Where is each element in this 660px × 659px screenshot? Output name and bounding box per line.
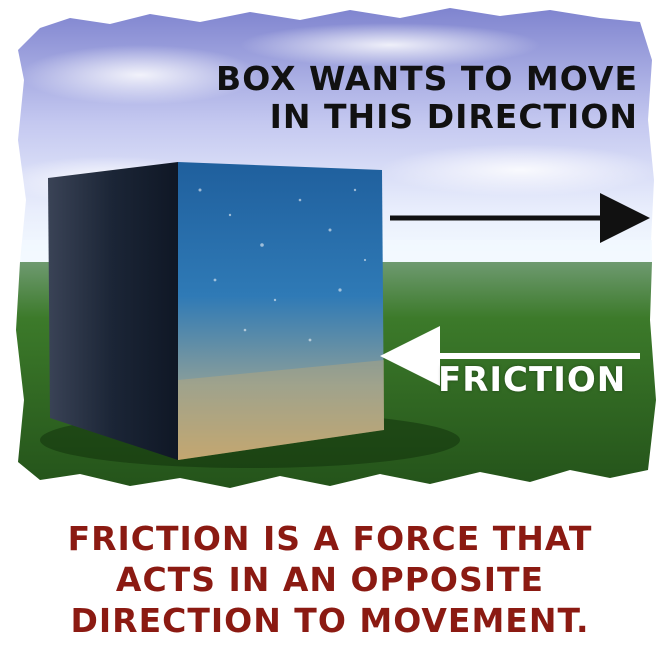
movement-caption-line-2: IN THIS DIRECTION bbox=[168, 98, 638, 136]
friction-definition-caption: FRICTION IS A FORCE THAT ACTS IN AN OPPO… bbox=[0, 518, 660, 641]
definition-line-3: DIRECTION TO MOVEMENT. bbox=[0, 600, 660, 641]
definition-line-1: FRICTION IS A FORCE THAT bbox=[0, 518, 660, 559]
movement-caption-line-1: BOX WANTS TO MOVE bbox=[168, 60, 638, 98]
movement-caption: BOX WANTS TO MOVE IN THIS DIRECTION bbox=[168, 60, 638, 136]
definition-line-2: ACTS IN AN OPPOSITE bbox=[0, 559, 660, 600]
box-side-face bbox=[48, 162, 178, 460]
friction-label: FRICTION bbox=[438, 360, 626, 400]
